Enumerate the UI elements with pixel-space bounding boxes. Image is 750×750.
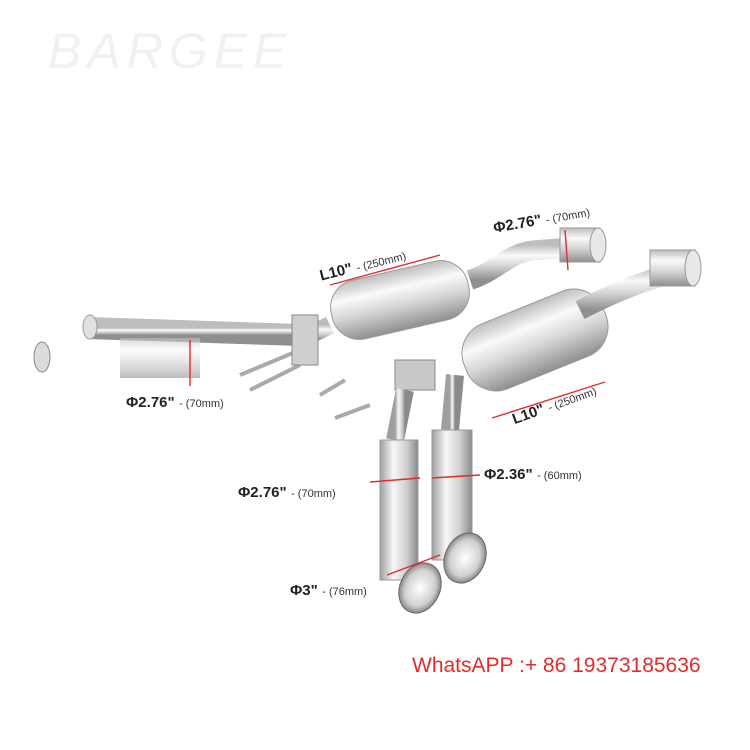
label-main: Φ2.36" <box>484 466 533 483</box>
label-main: Φ2.76" <box>126 394 175 411</box>
label-sub: - (70mm) <box>291 488 336 500</box>
label-lower-left-diameter: Φ2.76" - (70mm) <box>238 484 336 502</box>
left-pipes <box>33 314 301 378</box>
whatsapp-contact: WhatsAPP :+ 86 19373185636 <box>412 654 701 677</box>
label-main: Φ2.76" <box>238 484 287 501</box>
label-sub: - (60mm) <box>537 470 582 482</box>
label-main: Φ3" <box>290 582 318 599</box>
brand-watermark: BARGEE <box>48 23 293 79</box>
label-lower-right-diameter: Φ2.36" - (60mm) <box>484 466 582 484</box>
center-assembly <box>239 314 464 442</box>
label-sub: - (70mm) <box>179 398 224 410</box>
dimension-arrows <box>189 229 606 576</box>
label-left-diameter: Φ2.76" - (70mm) <box>126 394 224 412</box>
label-sub: - (76mm) <box>322 586 367 598</box>
tail-pipes <box>379 429 487 614</box>
label-tip-diameter: Φ3" - (76mm) <box>290 582 367 600</box>
lower-muffler <box>461 249 702 392</box>
